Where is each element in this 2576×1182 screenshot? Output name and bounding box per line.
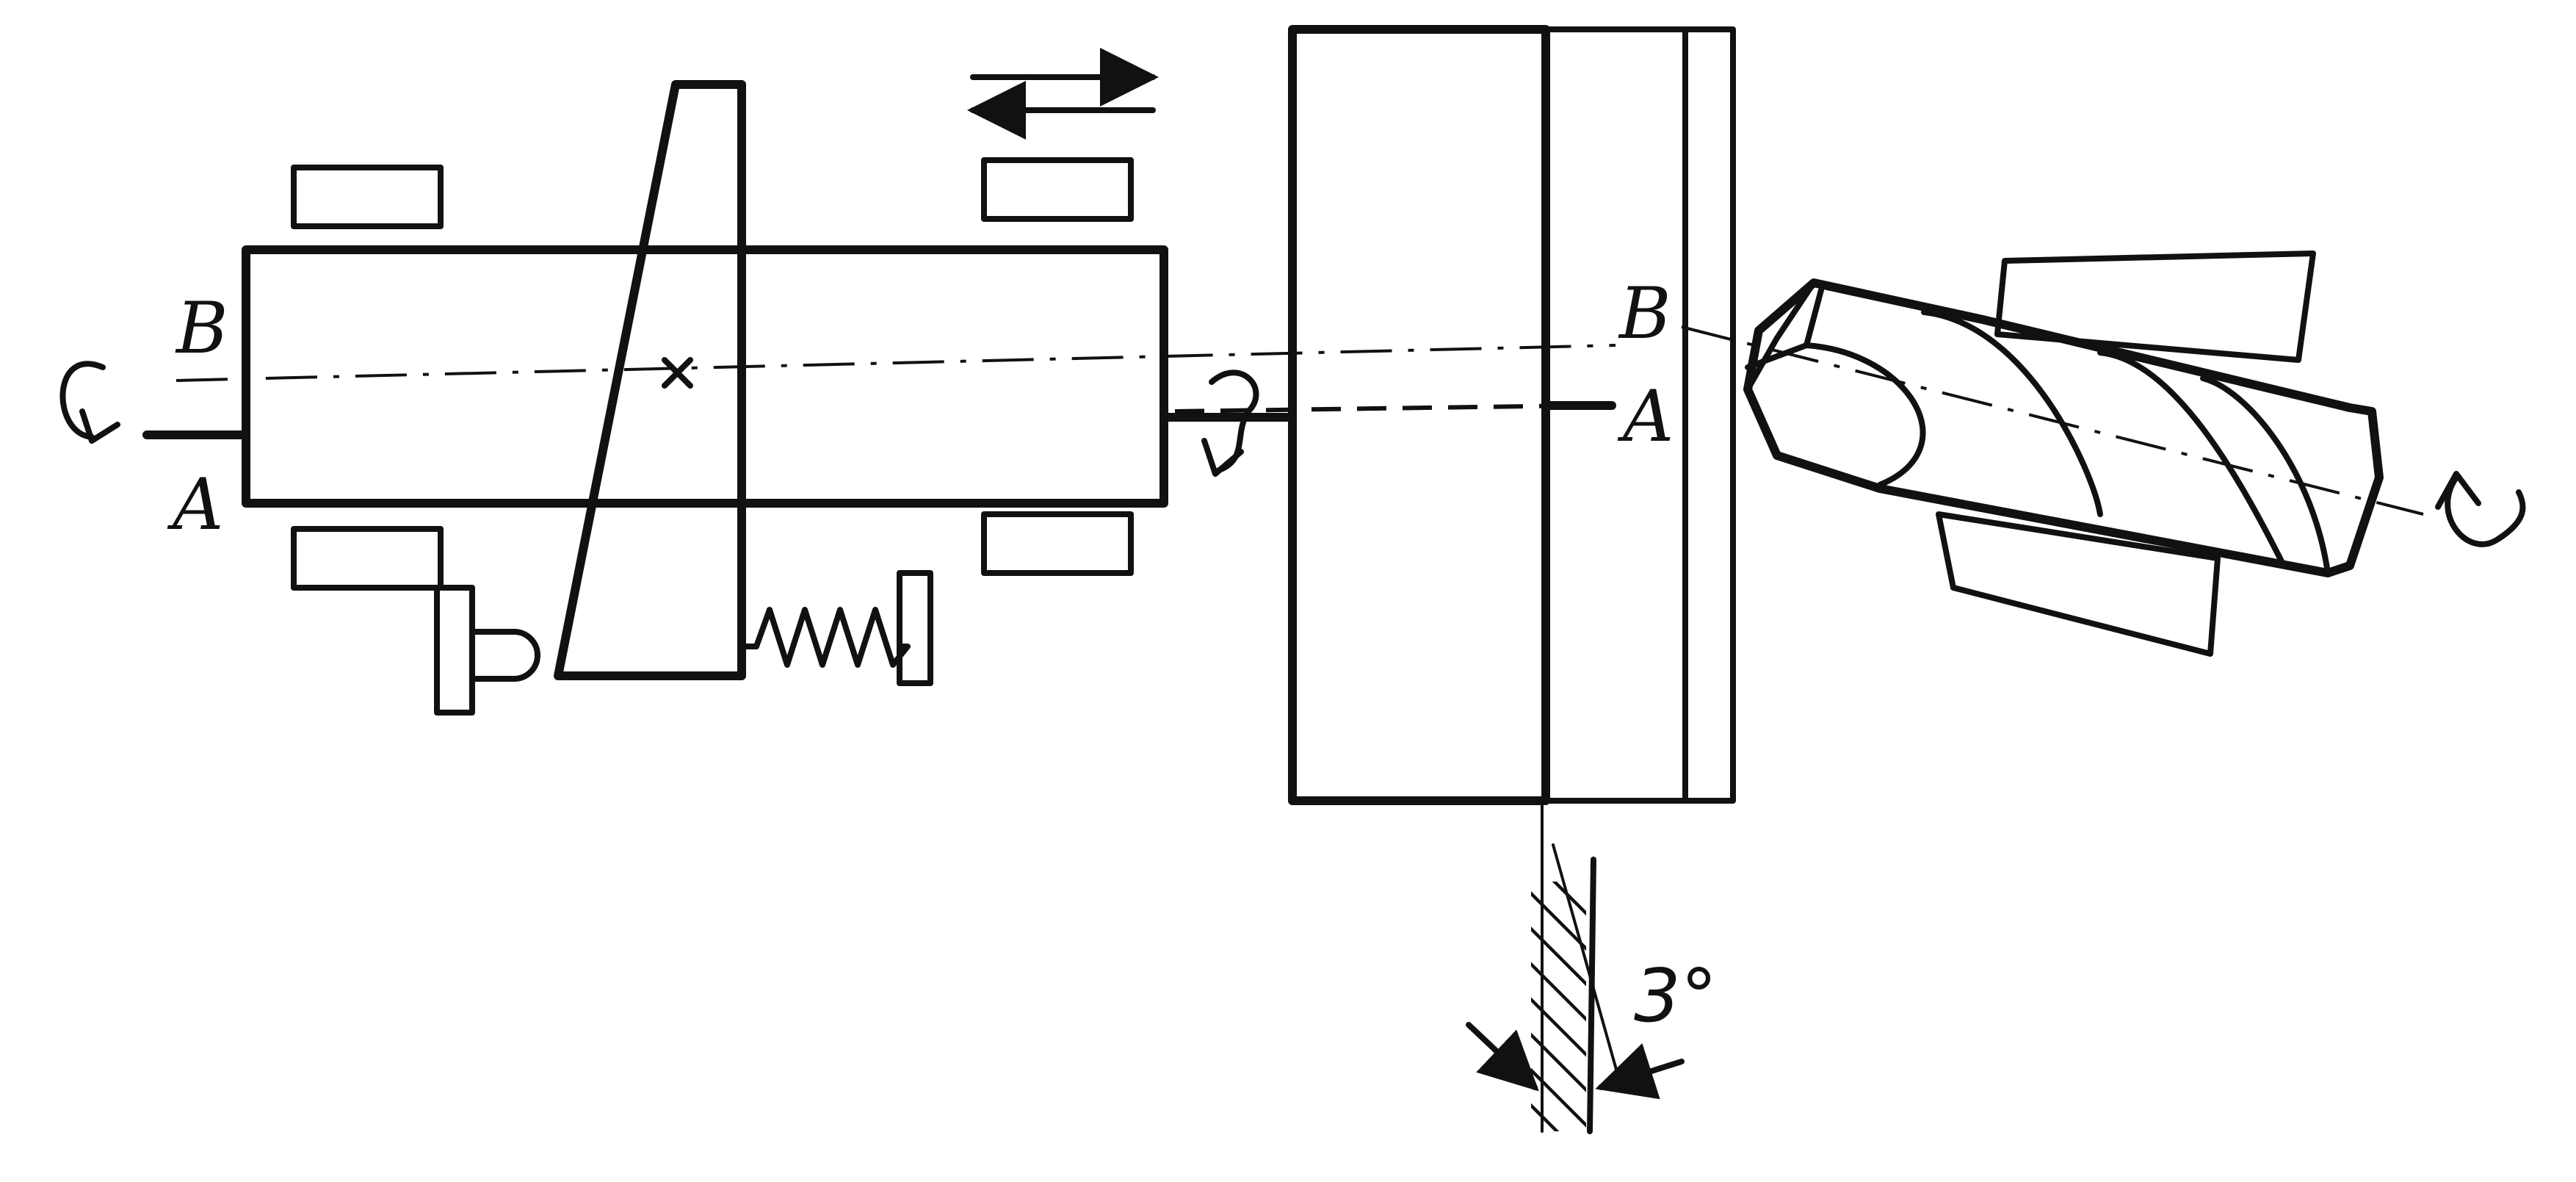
hatched-surface xyxy=(1531,882,1586,1131)
grinding-wheel xyxy=(1288,25,1736,805)
stop-wall-right xyxy=(897,570,933,686)
roller-follower xyxy=(469,629,540,682)
wheel-abrasive xyxy=(1288,25,1550,805)
label-b-right: B xyxy=(1618,273,1671,355)
drill-flute-4 xyxy=(2200,375,2331,576)
bearing-bottom-left xyxy=(291,526,444,591)
bearing-bottom-right xyxy=(981,511,1134,576)
bearing-top-right xyxy=(981,157,1134,222)
holder-bottom xyxy=(1936,511,2221,657)
drill-assembly xyxy=(1743,251,2526,657)
drill-flute-1 xyxy=(1803,342,1926,488)
drill-flute-2 xyxy=(1921,309,2103,517)
label-a-right: A xyxy=(1617,375,1674,458)
drill-flute-3 xyxy=(2097,350,2287,569)
drill-tip xyxy=(1745,280,1817,392)
return-spring xyxy=(739,607,911,668)
axis-b xyxy=(176,344,1616,382)
double-arrow-icon xyxy=(967,48,1159,140)
spindle-assembly xyxy=(142,80,1297,716)
drill-axis xyxy=(1681,325,2424,516)
angle-arrow-left xyxy=(1466,1022,1539,1092)
cam-wedge xyxy=(554,80,746,680)
rotation-arrow-icon xyxy=(1201,370,1259,477)
axis-a xyxy=(1174,403,1580,414)
spindle-body xyxy=(242,245,1168,508)
stop-wall-left xyxy=(434,585,475,716)
angle-label: 3° xyxy=(1634,953,1718,1039)
label-a-left: A xyxy=(167,464,223,546)
bearing-top-left xyxy=(291,165,444,229)
label-b-left: B xyxy=(175,287,228,370)
wheel-face xyxy=(1543,26,1736,804)
center-mark xyxy=(662,357,693,389)
inclined-line xyxy=(1587,857,1596,1134)
drill-body xyxy=(1743,278,2384,577)
rotation-arrow-icon xyxy=(59,361,120,444)
angle-detail: 3° xyxy=(1466,799,1718,1134)
holder-top xyxy=(1994,251,2316,363)
angle-arrow-right xyxy=(1595,1043,1685,1100)
rotation-arrow-icon xyxy=(2435,471,2526,547)
